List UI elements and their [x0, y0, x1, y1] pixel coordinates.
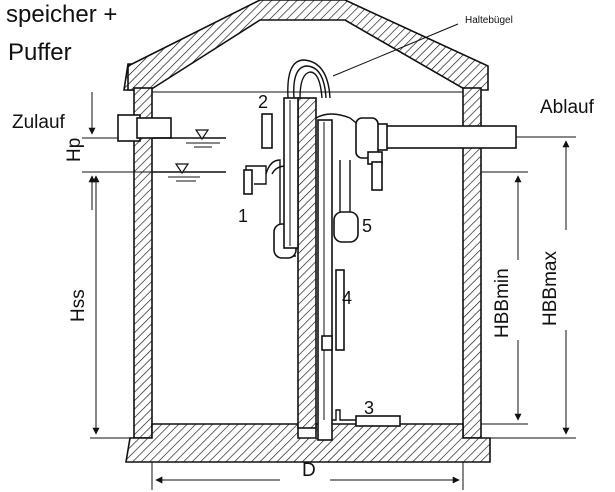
component-1-label: 1 [238, 206, 248, 226]
hss-label: Hss [68, 289, 89, 322]
hbbmin-dimension [481, 171, 528, 425]
pump-assembly-right [315, 113, 383, 441]
component-4-label: 4 [342, 288, 352, 308]
d-dimension [151, 462, 464, 490]
outlet-label: Ablauf [540, 97, 595, 118]
hbbmax-dimension [481, 136, 576, 439]
inlet-label: Zulauf [12, 112, 66, 133]
bracket-label: Haltebügel [465, 15, 513, 26]
vertical-pipe-4 [321, 269, 345, 351]
hbbmax-label: HBBmax [540, 251, 561, 326]
hss-dimension [90, 175, 134, 439]
inlet-pipe [117, 114, 172, 142]
component-3-label: 3 [364, 398, 374, 418]
d-label: D [302, 460, 316, 481]
water-levels [152, 129, 226, 182]
component-5-label: 5 [362, 216, 372, 236]
outlet-pipe [374, 123, 517, 151]
tank-floor [125, 423, 491, 463]
tank-cover [123, 0, 489, 91]
hp-label: Hp [64, 138, 85, 162]
middle-wall [297, 97, 317, 429]
tank-walls [125, 87, 491, 463]
hbbmin-label: HBBmin [492, 268, 513, 338]
title-line-1: speicher + [6, 1, 117, 28]
title-line-2: Puffer [8, 39, 72, 66]
support-bracket [287, 23, 459, 99]
hp-dimension [82, 92, 152, 210]
component-2-label: 2 [258, 92, 268, 112]
floor-fitting-3 [332, 409, 401, 427]
pump-assembly-left [243, 97, 299, 259]
